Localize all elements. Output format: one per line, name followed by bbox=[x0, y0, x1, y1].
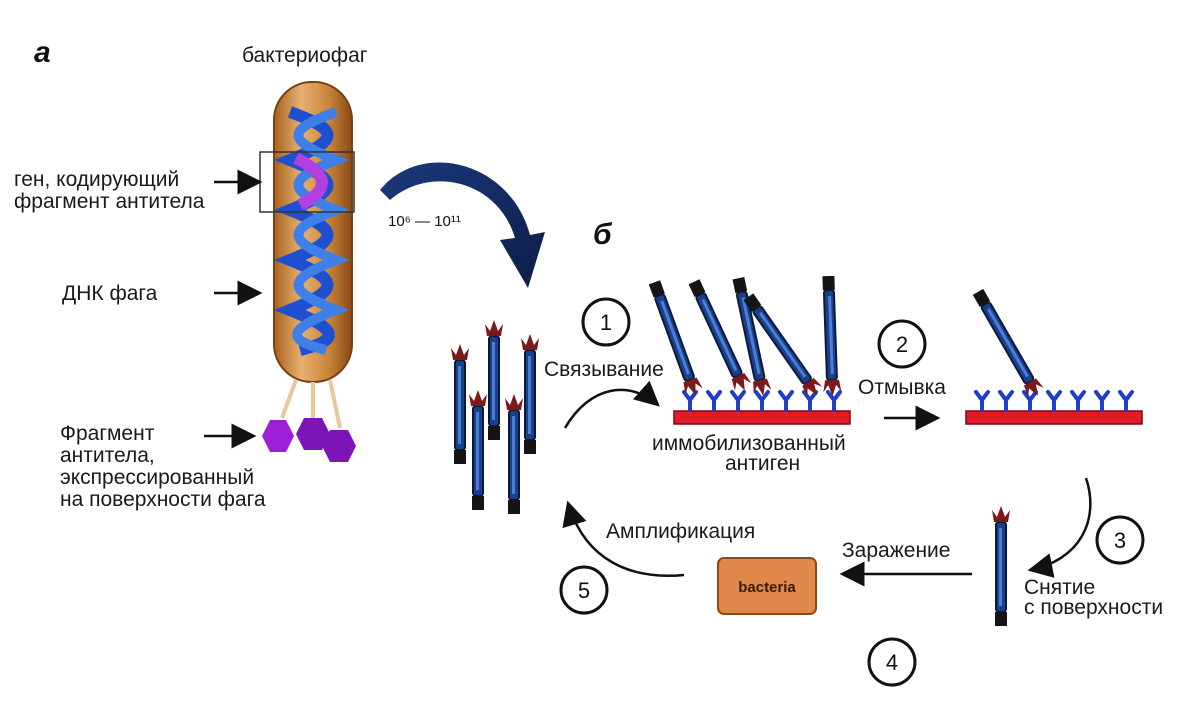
phage-dna-helix bbox=[273, 106, 350, 356]
label-fragment-line3: экспрессированный bbox=[60, 466, 254, 489]
label-amplification: Амплификация bbox=[606, 520, 755, 543]
step-5-number: 5 bbox=[578, 578, 590, 603]
label-antigen-line2: антиген bbox=[725, 452, 800, 475]
panel-label-a: а bbox=[34, 36, 51, 69]
step-2-number: 2 bbox=[896, 332, 908, 357]
label-phage-dna: ДНК фага bbox=[62, 282, 158, 305]
bacteria-box bbox=[717, 557, 817, 615]
label-antigen-line1: иммобилизованный bbox=[652, 432, 846, 455]
bound-phages bbox=[644, 274, 843, 402]
binding-arrow bbox=[563, 380, 660, 429]
label-washing: Отмывка bbox=[858, 376, 946, 399]
step-1-circle bbox=[581, 297, 631, 347]
step-2-circle bbox=[877, 319, 927, 369]
step-1-number: 1 bbox=[600, 310, 612, 335]
bacteria-label: bacteria bbox=[738, 579, 796, 596]
label-gene-line1: ген, кодирующий bbox=[14, 168, 179, 191]
label-infection: Заражение bbox=[842, 539, 950, 562]
step-5-circle bbox=[559, 565, 609, 615]
eluted-phage bbox=[991, 505, 1011, 627]
step-3-circle bbox=[1095, 515, 1145, 565]
label-elution-line2: с поверхности bbox=[1024, 596, 1163, 619]
label-fragment-line2: антитела, bbox=[60, 444, 155, 467]
elution-arrow bbox=[1027, 477, 1092, 578]
antibody-fragments bbox=[262, 418, 356, 462]
step-4-circle bbox=[867, 637, 917, 687]
label-fragment-line1: Фрагмент bbox=[60, 422, 155, 445]
label-elution-line1: Снятие bbox=[1024, 576, 1095, 599]
label-bacteriophage: бактериофаг bbox=[242, 44, 368, 67]
antigen-plate-binding bbox=[673, 390, 851, 425]
phage-library bbox=[450, 319, 540, 515]
remaining-bound-phage bbox=[969, 286, 1047, 402]
panel-label-b: б bbox=[593, 218, 613, 251]
label-fragment-line4: на поверхности фага bbox=[60, 488, 266, 511]
library-curved-arrow bbox=[380, 162, 545, 288]
label-gene-line2: фрагмент антитела bbox=[14, 190, 205, 213]
bacteriophage bbox=[259, 81, 356, 462]
amplification-arrow bbox=[562, 500, 685, 577]
antigen-plate-washed bbox=[965, 390, 1143, 425]
label-binding: Связывание bbox=[544, 358, 664, 381]
step-4-number: 4 bbox=[886, 650, 898, 675]
step-3-number: 3 bbox=[1114, 528, 1126, 553]
label-library-size: 10⁶ — 10¹¹ bbox=[388, 213, 461, 230]
